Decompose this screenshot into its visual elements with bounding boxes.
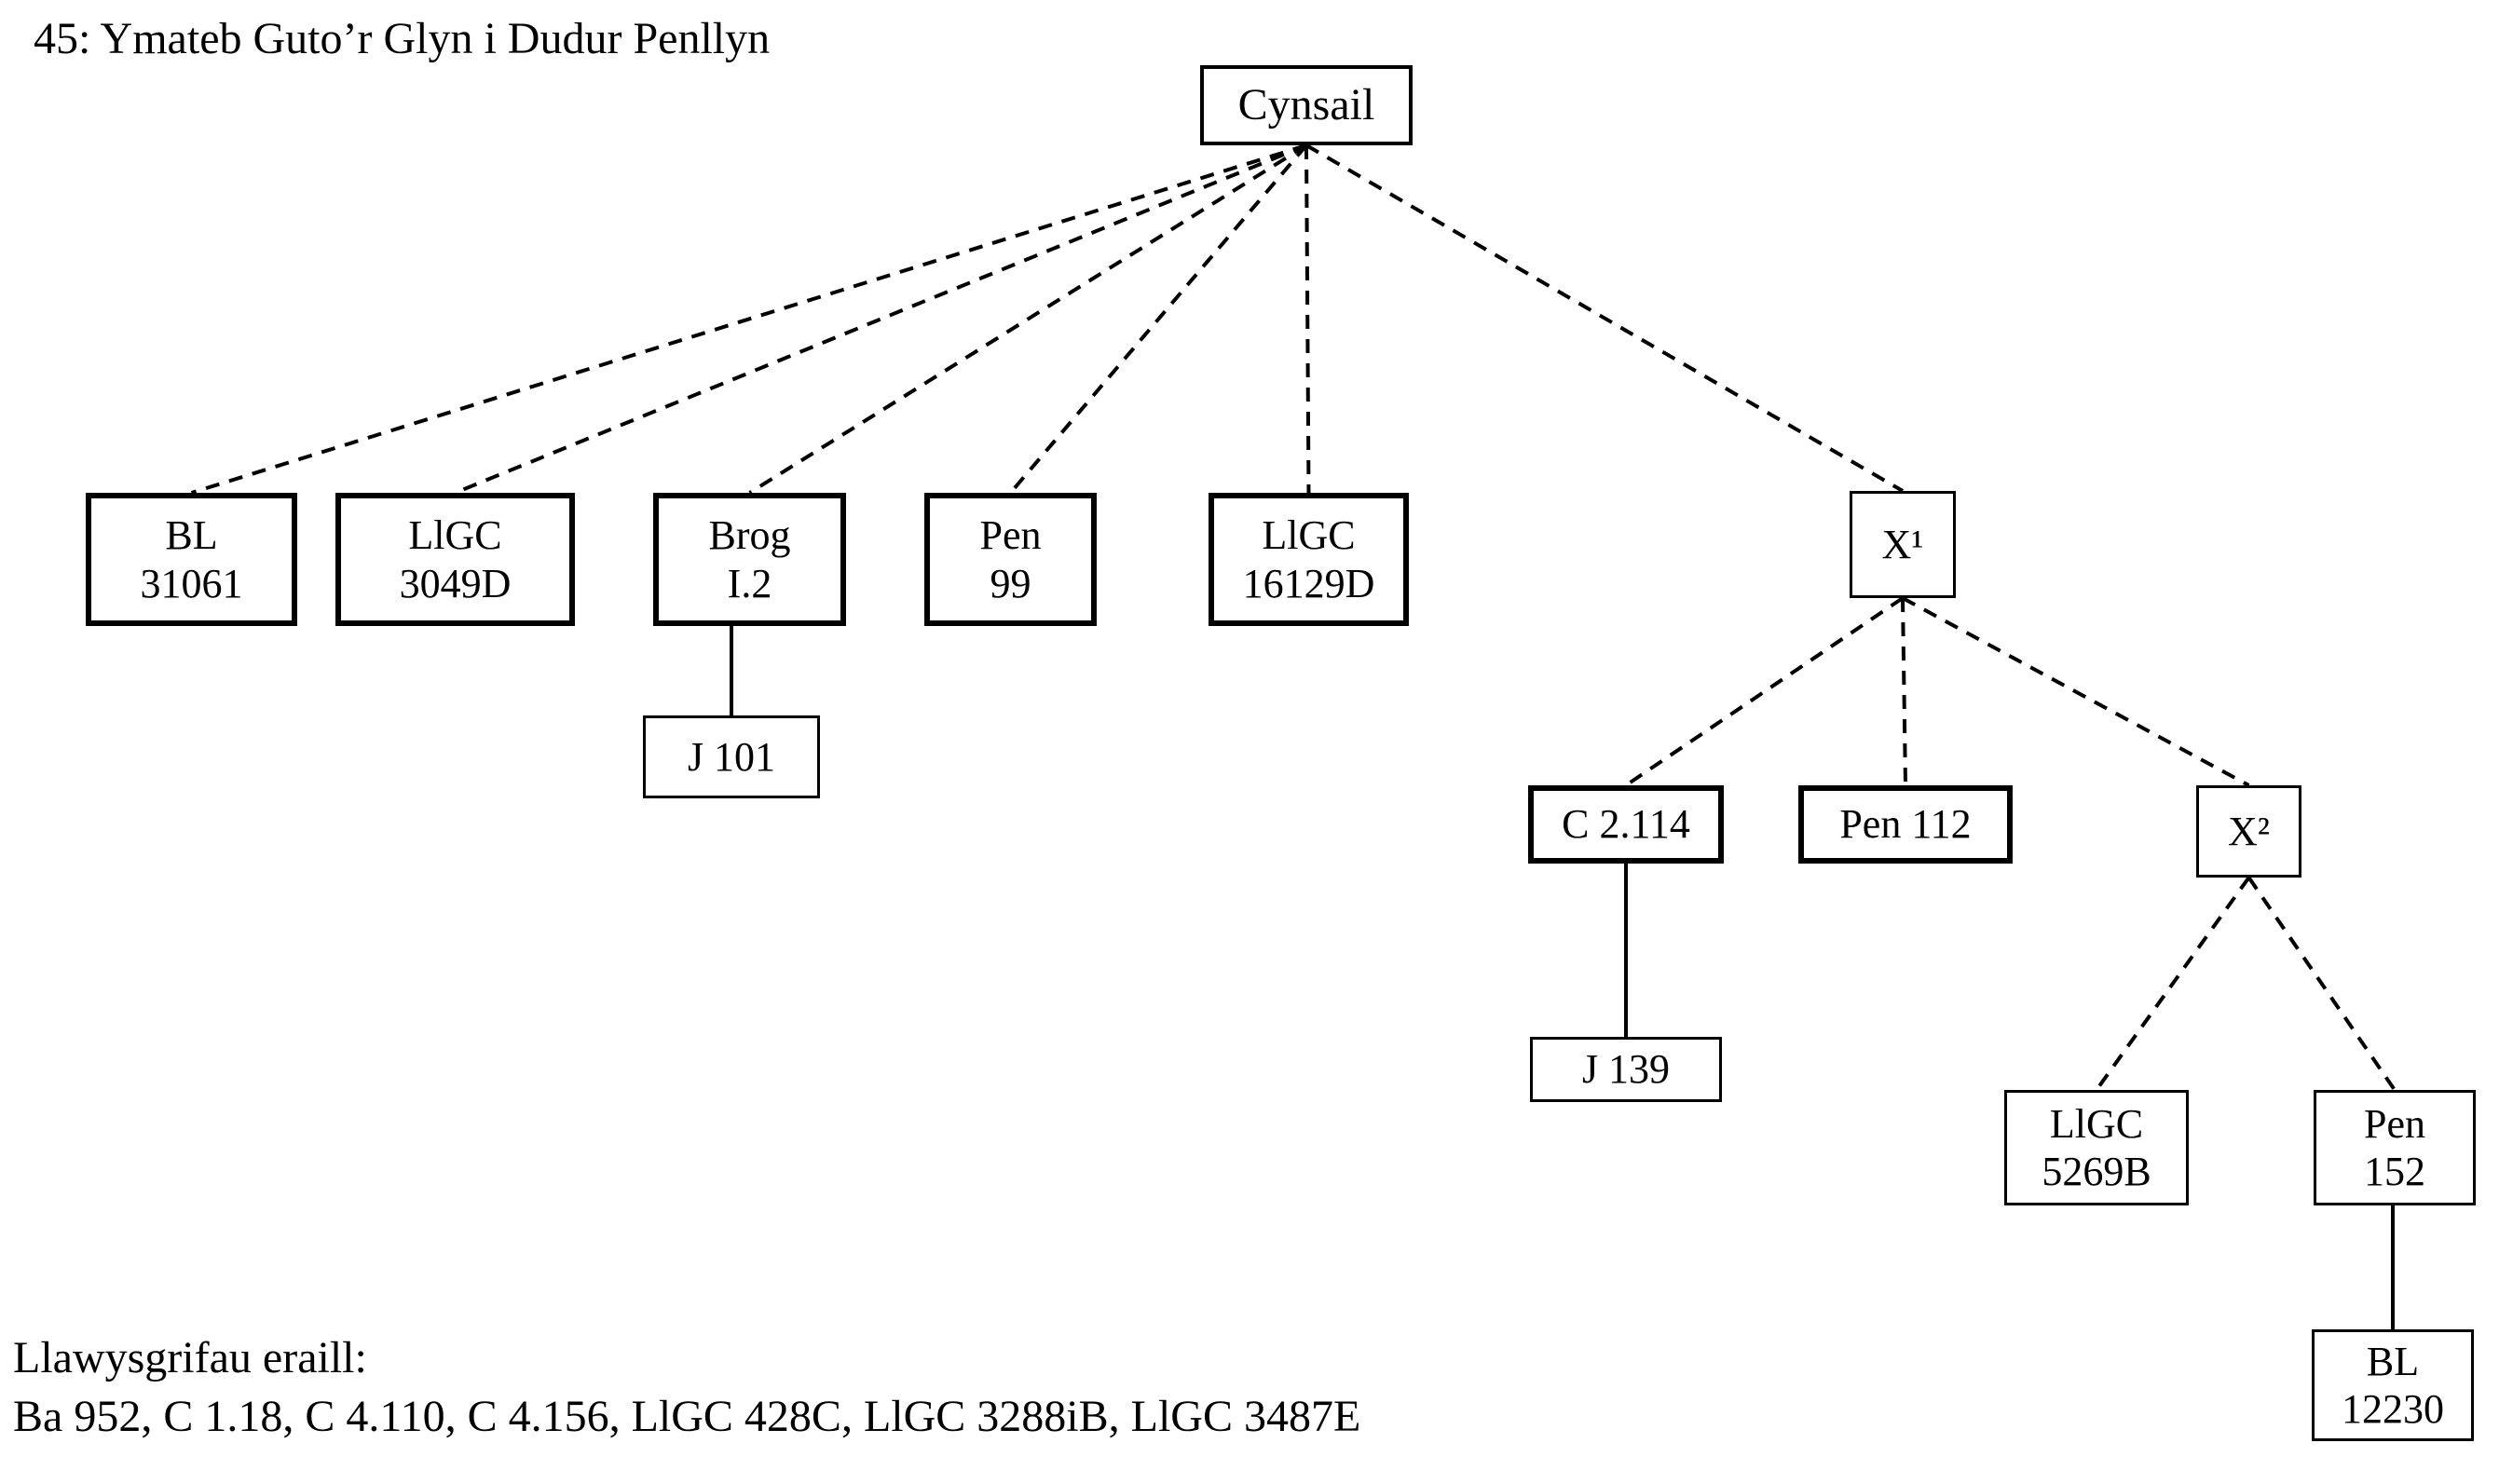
- footer-heading: Llawysgrifau eraill:: [13, 1333, 367, 1382]
- node-j139: J 139: [1530, 1037, 1722, 1102]
- node-label: Pen 112: [1839, 801, 1972, 848]
- node-c2114: C 2.114: [1528, 785, 1724, 864]
- node-label: X²: [2228, 808, 2270, 854]
- node-label: Cynsail: [1237, 80, 1375, 130]
- node-label: 99: [990, 560, 1031, 606]
- node-label: 31061: [140, 560, 243, 606]
- node-j101: J 101: [643, 715, 820, 798]
- node-label: LlGC: [408, 512, 502, 559]
- node-label: 12230: [2342, 1386, 2444, 1432]
- node-label: 3049D: [399, 560, 512, 606]
- node-label: 152: [2364, 1149, 2425, 1194]
- node-label: J 139: [1581, 1046, 1671, 1093]
- node-label: LlGC: [1262, 512, 1356, 559]
- edge-x2-pen152: [2247, 876, 2397, 1092]
- edge-x2-llgc5269b: [2095, 876, 2251, 1092]
- node-x2: X²: [2196, 785, 2301, 878]
- edge-cynsail-brogi2: [748, 143, 1308, 495]
- node-label: X¹: [1881, 521, 1924, 567]
- node-label: Brog: [708, 512, 791, 559]
- node-x1: X¹: [1850, 491, 1956, 598]
- edge-cynsail-pen99: [1008, 143, 1308, 495]
- edge-cynsail-llgc16129d: [1304, 144, 1311, 494]
- edge-x1-x2: [1902, 596, 2250, 787]
- node-cynsail: Cynsail: [1200, 65, 1413, 145]
- node-pen112: Pen 112: [1798, 785, 2013, 864]
- edge-cynsail-bl31061: [190, 143, 1307, 495]
- footer-note: Llawysgrifau eraill: Ba 952, C 1.18, C 4…: [13, 1328, 1360, 1447]
- node-label: J 101: [687, 733, 776, 780]
- edge-x1-pen112: [1901, 597, 1907, 786]
- edge-cynsail-llgc3049d: [454, 143, 1307, 495]
- node-label: LlGC: [2049, 1100, 2144, 1147]
- footer-manuscript-list: Ba 952, C 1.18, C 4.110, C 4.156, LlGC 4…: [13, 1392, 1361, 1442]
- node-label: BL: [165, 512, 218, 559]
- edge-cynsail-x1: [1304, 143, 1905, 493]
- node-label: I.2: [727, 560, 772, 606]
- diagram-title: 45: Ymateb Guto’r Glyn i Dudur Penllyn: [34, 14, 771, 63]
- node-label: C 2.114: [1562, 801, 1690, 848]
- edge-x1-c2114: [1624, 596, 1905, 787]
- node-label: Pen: [979, 512, 1042, 559]
- node-label: 5269B: [2042, 1149, 2151, 1194]
- node-label: BL: [2366, 1338, 2420, 1384]
- node-label: Pen: [2364, 1100, 2425, 1147]
- node-label: 16129D: [1242, 560, 1375, 606]
